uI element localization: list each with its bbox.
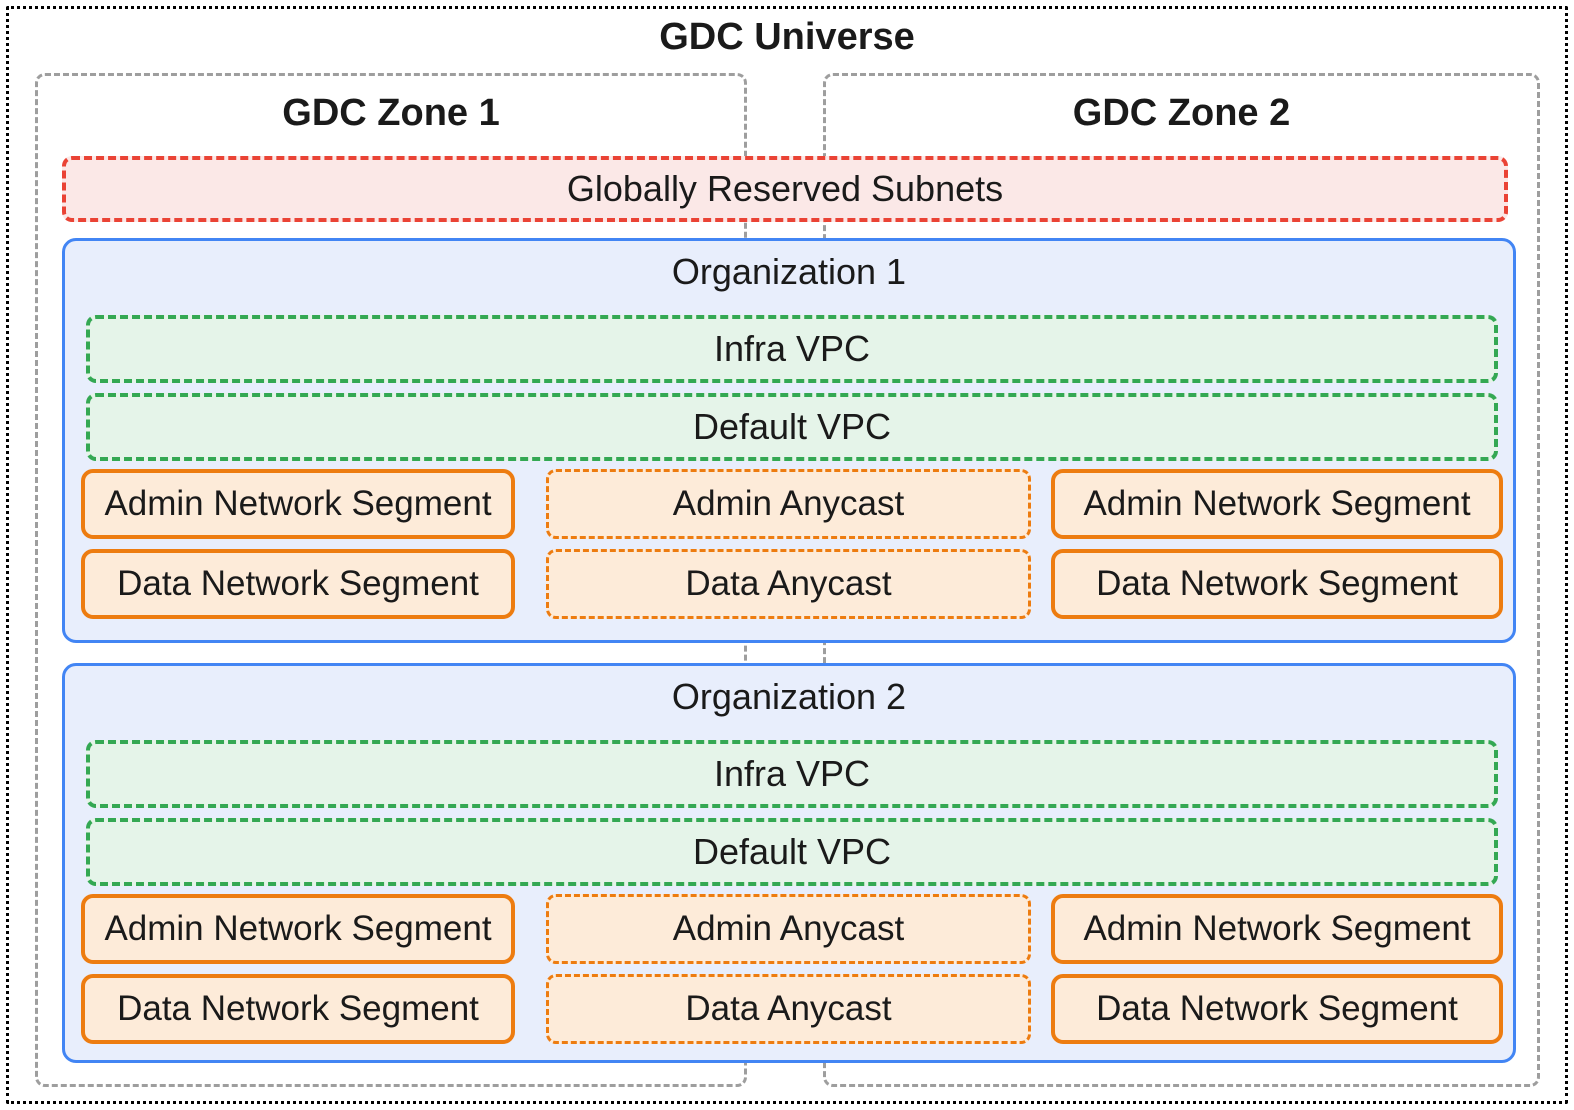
universe-border	[6, 6, 1568, 1104]
organization-1-title: Organization 1	[671, 251, 907, 292]
org1-infra-vpc: Infra VPC	[86, 315, 1498, 383]
org1-data-anycast: Data Anycast	[546, 549, 1031, 619]
org1-data-network-segment-zone1: Data Network Segment	[81, 549, 515, 619]
org2-default-vpc: Default VPC	[86, 818, 1498, 886]
org1-admin-network-segment-zone2: Admin Network Segment	[1051, 469, 1503, 539]
org2-data-network-segment-zone2: Data Network Segment	[1051, 974, 1503, 1044]
org2-data-network-segment-zone1: Data Network Segment	[81, 974, 515, 1044]
org1-admin-network-segment-zone1: Admin Network Segment	[81, 469, 515, 539]
universe-title: GDC Universe	[659, 16, 915, 58]
zone-2-label: GDC Zone 2	[1072, 92, 1291, 134]
org1-default-vpc: Default VPC	[86, 393, 1498, 461]
org2-admin-network-segment-zone2: Admin Network Segment	[1051, 894, 1503, 964]
zone-1-label: GDC Zone 1	[282, 92, 500, 134]
org2-admin-network-segment-zone1: Admin Network Segment	[81, 894, 515, 964]
org2-admin-anycast: Admin Anycast	[546, 894, 1031, 964]
organization-2: Organization 2 Infra VPC Default VPC Adm…	[62, 663, 1516, 1063]
org2-data-anycast: Data Anycast	[546, 974, 1031, 1044]
organization-1: Organization 1 Infra VPC Default VPC Adm…	[62, 238, 1516, 643]
org2-infra-vpc: Infra VPC	[86, 740, 1498, 808]
org1-admin-anycast: Admin Anycast	[546, 469, 1031, 539]
organization-2-title: Organization 2	[671, 676, 907, 717]
globally-reserved-subnets: Globally Reserved Subnets	[62, 156, 1508, 222]
org1-data-network-segment-zone2: Data Network Segment	[1051, 549, 1503, 619]
